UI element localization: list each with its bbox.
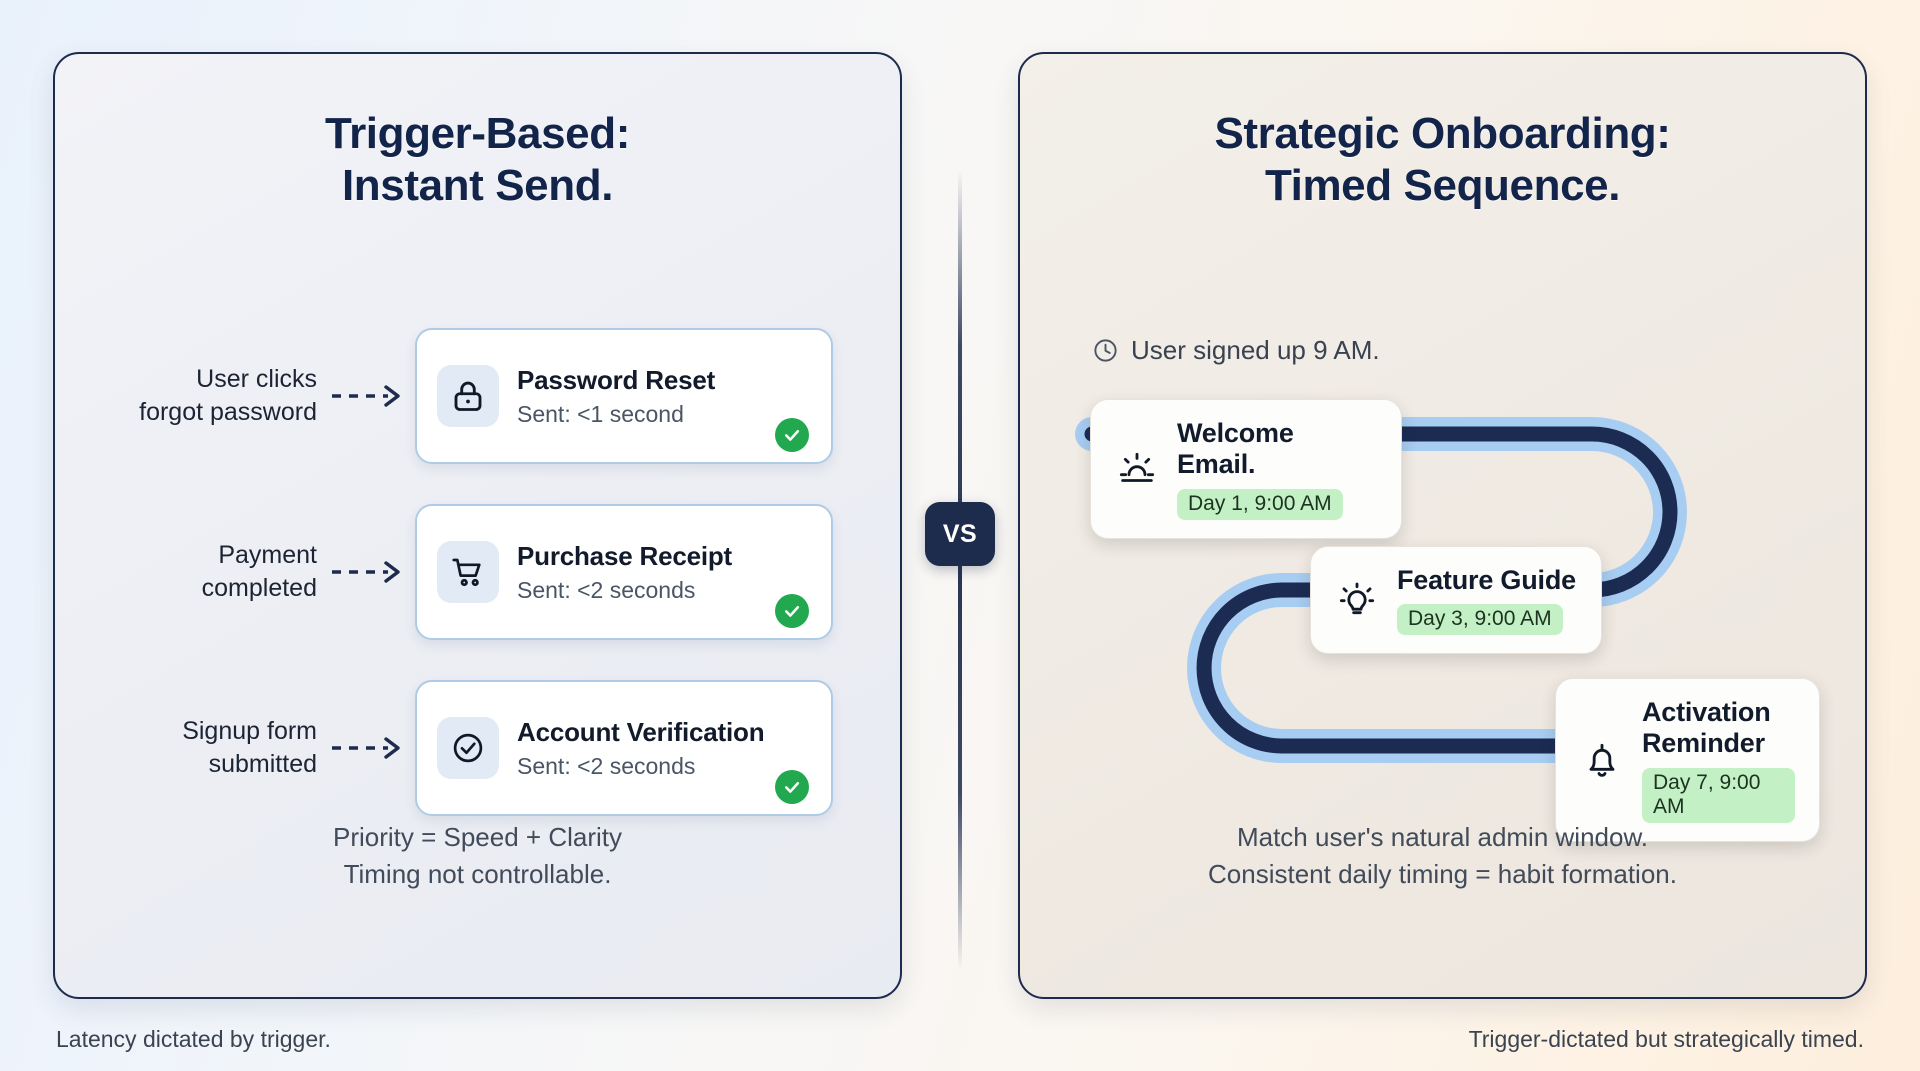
trigger-label-line2: forgot password xyxy=(139,398,317,426)
shopping-cart-icon xyxy=(437,541,499,603)
card-subtitle: Sent: <2 seconds xyxy=(517,576,696,603)
bell-icon xyxy=(1576,740,1628,780)
trigger-label-line1: User clicks xyxy=(196,364,317,393)
sequence-card-feature-guide[interactable]: Feature Guide Day 3, 9:00 AM xyxy=(1310,546,1602,655)
left-footnote-line1: Priority = Speed + Clarity xyxy=(332,822,622,853)
trigger-label-line1: Payment xyxy=(218,540,317,569)
card-texts: Password Reset Sent: <1 second xyxy=(517,365,767,428)
status-badge-check-icon xyxy=(775,418,809,452)
lightbulb-icon xyxy=(1331,580,1383,620)
dashed-arrow-icon xyxy=(323,383,415,409)
right-panel-title-line1: Strategic Onboarding: xyxy=(1214,109,1671,158)
trigger-list: User clicks forgot password xyxy=(55,326,900,854)
card-title: Password Reset xyxy=(517,364,716,395)
vs-divider-line xyxy=(958,170,962,970)
signup-note-text: User signed up 9 AM. xyxy=(1131,335,1380,365)
email-card[interactable]: Account Verification Sent: <2 seconds xyxy=(415,680,833,816)
right-footnote-line1: Match user's natural admin window. xyxy=(1236,822,1649,853)
sequence-card-badge: Day 1, 9:00 AM xyxy=(1177,488,1343,520)
left-panel-title: Trigger-Based: Instant Send. xyxy=(55,54,900,213)
card-subtitle: Sent: <1 second xyxy=(517,400,684,427)
trigger-row: Signup form submitted xyxy=(55,678,900,818)
sequence-card-badge: Day 3, 9:00 AM xyxy=(1397,604,1563,636)
sequence-card-activation-reminder[interactable]: Activation Reminder Day 7, 9:00 AM xyxy=(1555,678,1820,842)
circle-check-icon xyxy=(437,717,499,779)
left-caption: Latency dictated by trigger. xyxy=(56,1026,331,1052)
left-panel: Trigger-Based: Instant Send. User clicks… xyxy=(53,52,902,999)
card-title: Purchase Receipt xyxy=(517,540,733,571)
left-panel-footnote: Priority = Speed + Clarity Timing not co… xyxy=(55,819,900,893)
right-footnote-line2: Consistent daily timing = habit formatio… xyxy=(1208,859,1677,890)
sunrise-icon xyxy=(1111,449,1163,489)
email-card[interactable]: Password Reset Sent: <1 second xyxy=(415,328,833,464)
card-title: Account Verification xyxy=(517,716,765,747)
sequence-card-title: Activation Reminder xyxy=(1642,697,1771,759)
trigger-label: User clicks forgot password xyxy=(73,363,323,430)
sequence-card-texts: Feature Guide Day 3, 9:00 AM xyxy=(1397,565,1576,636)
left-panel-title-line1: Trigger-Based: xyxy=(325,109,630,158)
vs-badge: VS xyxy=(925,502,995,566)
clock-icon xyxy=(1092,337,1119,364)
sequence-card-texts: Activation Reminder Day 7, 9:00 AM xyxy=(1642,697,1795,823)
sequence-card-title: Feature Guide xyxy=(1397,565,1576,595)
sequence-card-badge: Day 7, 9:00 AM xyxy=(1642,767,1795,823)
trigger-row: User clicks forgot password xyxy=(55,326,900,466)
sequence-card-texts: Welcome Email. Day 1, 9:00 AM xyxy=(1177,418,1377,520)
trigger-label-line2: submitted xyxy=(208,750,317,778)
right-panel-title-line2: Timed Sequence. xyxy=(1264,161,1621,211)
right-caption: Trigger-dictated but strategically timed… xyxy=(1468,1026,1864,1052)
card-texts: Purchase Receipt Sent: <2 seconds xyxy=(517,541,767,604)
lock-icon xyxy=(437,365,499,427)
left-panel-title-line2: Instant Send. xyxy=(341,161,614,211)
sequence-card-title: Welcome Email. xyxy=(1177,418,1294,480)
right-panel-title: Strategic Onboarding: Timed Sequence. xyxy=(1020,54,1865,213)
dashed-arrow-icon xyxy=(323,735,415,761)
trigger-label-line1: Signup form xyxy=(182,716,317,745)
card-texts: Account Verification Sent: <2 seconds xyxy=(517,717,767,780)
trigger-label: Signup form submitted xyxy=(73,715,323,782)
signup-note: User signed up 9 AM. xyxy=(1092,335,1380,366)
right-panel: Strategic Onboarding: Timed Sequence. Us… xyxy=(1018,52,1867,999)
left-footnote-line2: Timing not controllable. xyxy=(343,859,612,890)
trigger-row: Payment completed xyxy=(55,502,900,642)
email-card[interactable]: Purchase Receipt Sent: <2 seconds xyxy=(415,504,833,640)
right-panel-footnote: Match user's natural admin window. Consi… xyxy=(1020,819,1865,893)
card-subtitle: Sent: <2 seconds xyxy=(517,752,696,779)
status-badge-check-icon xyxy=(775,594,809,628)
trigger-label-line2: completed xyxy=(201,574,317,602)
status-badge-check-icon xyxy=(775,770,809,804)
dashed-arrow-icon xyxy=(323,559,415,585)
sequence-card-welcome-email[interactable]: Welcome Email. Day 1, 9:00 AM xyxy=(1090,399,1402,539)
trigger-label: Payment completed xyxy=(73,539,323,606)
